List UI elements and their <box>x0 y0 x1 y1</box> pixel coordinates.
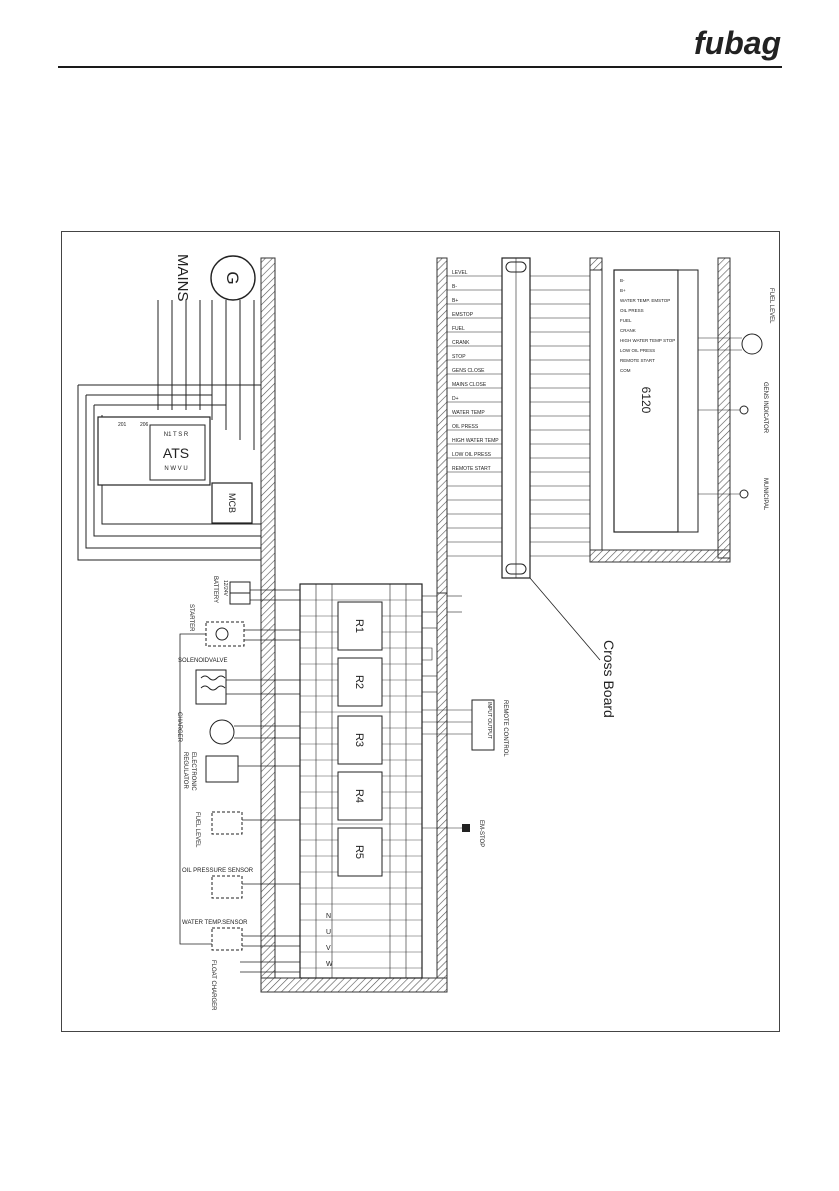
phase-wires <box>77 300 261 561</box>
ats-side-num2: 206 <box>140 422 149 428</box>
float-charger-label: FLOAT CHARGER <box>210 960 216 1011</box>
ctrl-term-low-oil-press: LOW OIL PRESS <box>620 348 655 353</box>
generator-symbol: G <box>210 255 256 301</box>
cross-board-labels-left: LEVEL B- B+ EMSTOP FUEL CRANK STOP GENS … <box>452 270 499 472</box>
ctrl-term-water-temp-emstop: WATER TEMP. EMSTOP <box>620 298 670 303</box>
remote-control: REMOTE CONTROL INPUT OUTPUT <box>422 699 508 757</box>
cb-label-remote-start: REMOTE START <box>452 466 491 472</box>
diagram-frame <box>61 231 780 1032</box>
phase-w-label: W <box>326 961 333 968</box>
cb-label-high-water-temp: HIGH WATER TEMP <box>452 438 499 444</box>
mains-label: MAINS <box>174 254 191 302</box>
cb-label-gens-close: GENS CLOSE <box>452 368 485 374</box>
relay-r5-label: R5 <box>353 845 365 859</box>
header-rule <box>58 66 782 68</box>
electronic-regulator-label: ELECTRONIC <box>190 752 196 791</box>
ats-side-num1: 201 <box>118 422 127 428</box>
mcb-label: MCB <box>227 493 237 513</box>
municipal-indicator: MUNICIPAL <box>698 478 768 511</box>
cb-label-water-temp: WATER TEMP <box>452 410 485 416</box>
regulator-label: REGULATOR <box>182 752 188 789</box>
cb-label-stop: STOP <box>452 354 466 360</box>
generator-label: G <box>223 271 242 284</box>
cb-label-crank: CRANK <box>452 340 470 346</box>
cb-label-d-plus: D+ <box>452 396 459 402</box>
cross-board-wires <box>447 275 590 557</box>
charger-label: CHARGER <box>176 712 182 743</box>
cross-board-label: Cross Board <box>601 640 617 718</box>
starter-label: STARTER <box>188 604 194 632</box>
float-charger: FLOAT CHARGER <box>210 960 216 1011</box>
em-stop: EM-STOP <box>422 820 484 847</box>
ats-bottom-terms: N W V U <box>164 466 187 472</box>
peripheral-wires <box>179 589 300 973</box>
cb-label-emstop: EMSTOP <box>452 312 474 318</box>
cb-label-fuel: FUEL <box>452 326 465 332</box>
controller-6120: 6120 B- B+ WATER TEMP. EMSTOP OIL PRESS … <box>613 269 699 533</box>
electronic-regulator: ELECTRONIC REGULATOR <box>182 752 239 791</box>
cabinet-walls <box>260 257 731 993</box>
ats-label: ATS <box>163 445 189 461</box>
charger: CHARGER <box>176 712 235 745</box>
input-output-label: INPUT OUTPUT <box>486 702 492 739</box>
cb-label-mains-close: MAINS CLOSE <box>452 382 487 388</box>
board-to-cross-wires <box>422 595 462 693</box>
water-temp-sensor-label: WATER TEMP.SENSOR <box>182 920 248 926</box>
municipal-label: MUNICIPAL <box>762 478 768 511</box>
ctrl-term-com: COM <box>620 368 631 373</box>
relay-board: R1 R2 R3 R4 R5 N U V W <box>299 583 423 979</box>
cb-label-level: LEVEL <box>452 270 468 276</box>
gens-indicator-label: GENS INDICATOR <box>762 382 768 434</box>
water-temp-sensor: WATER TEMP.SENSOR <box>182 920 248 951</box>
fuel-level-left-label: FUEL LEVEL <box>194 812 200 848</box>
phase-v-label: V <box>326 945 331 952</box>
remote-control-label: REMOTE CONTROL <box>502 700 508 757</box>
phase-n-label: N <box>326 913 331 920</box>
gens-indicator: GENS INDICATOR <box>698 382 768 434</box>
ats-top-terms: N1 T S R <box>164 432 189 438</box>
ctrl-term-b-plus: B+ <box>620 288 626 293</box>
controller-label: 6120 <box>639 387 653 414</box>
fuel-level-right: FUEL LEVEL <box>698 288 774 355</box>
cb-label-b-minus: B- <box>452 284 457 290</box>
relay-r2-label: R2 <box>353 675 365 689</box>
cb-label-oil-press: OIL PRESS <box>452 424 479 430</box>
relay-r1-label: R1 <box>353 619 365 633</box>
fuel-level-right-label: FUEL LEVEL <box>768 288 774 324</box>
battery: BATTERY 12/24V <box>212 576 251 605</box>
ctrl-term-fuel: FUEL <box>620 318 632 323</box>
ctrl-term-crank: CRANK <box>620 328 636 333</box>
ctrl-term-b-minus: B- <box>620 278 625 283</box>
mcb-breaker: MCB <box>211 482 253 524</box>
relay-r3-label: R3 <box>353 733 365 747</box>
starter: STARTER <box>188 604 245 647</box>
ats-switch: ATS N1 T S R N W V U 201 206 <box>97 416 211 486</box>
emstop-label: EM-STOP <box>478 820 484 847</box>
ctrl-term-high-water-stop: HIGH WATER TEMP STOP <box>620 338 675 343</box>
oil-pressure-sensor: OIL PRESSURE SENSOR <box>182 868 254 899</box>
battery-voltage: 12/24V <box>222 580 228 597</box>
battery-label: BATTERY <box>212 576 218 603</box>
ctrl-term-remote-start: REMOTE START <box>620 358 655 363</box>
fubag-logo: fubag <box>694 25 781 61</box>
cross-board-strip: Cross Board <box>501 257 617 718</box>
cb-label-low-oil-press: LOW OIL PRESS <box>452 452 492 458</box>
cb-label-b-plus: B+ <box>452 298 458 304</box>
fuel-level-sensor-left: FUEL LEVEL <box>194 811 243 848</box>
oil-pressure-sensor-label: OIL PRESSURE SENSOR <box>182 868 254 874</box>
solenoid-valve-label: SOLENOIDVALVE <box>178 658 227 664</box>
phase-u-label: U <box>326 929 331 936</box>
relay-r4-label: R4 <box>353 789 365 803</box>
logo-text: fubag <box>694 25 781 61</box>
solenoid-valve: SOLENOIDVALVE <box>178 658 227 705</box>
ctrl-term-oil-press: OIL PRESS <box>620 308 644 313</box>
